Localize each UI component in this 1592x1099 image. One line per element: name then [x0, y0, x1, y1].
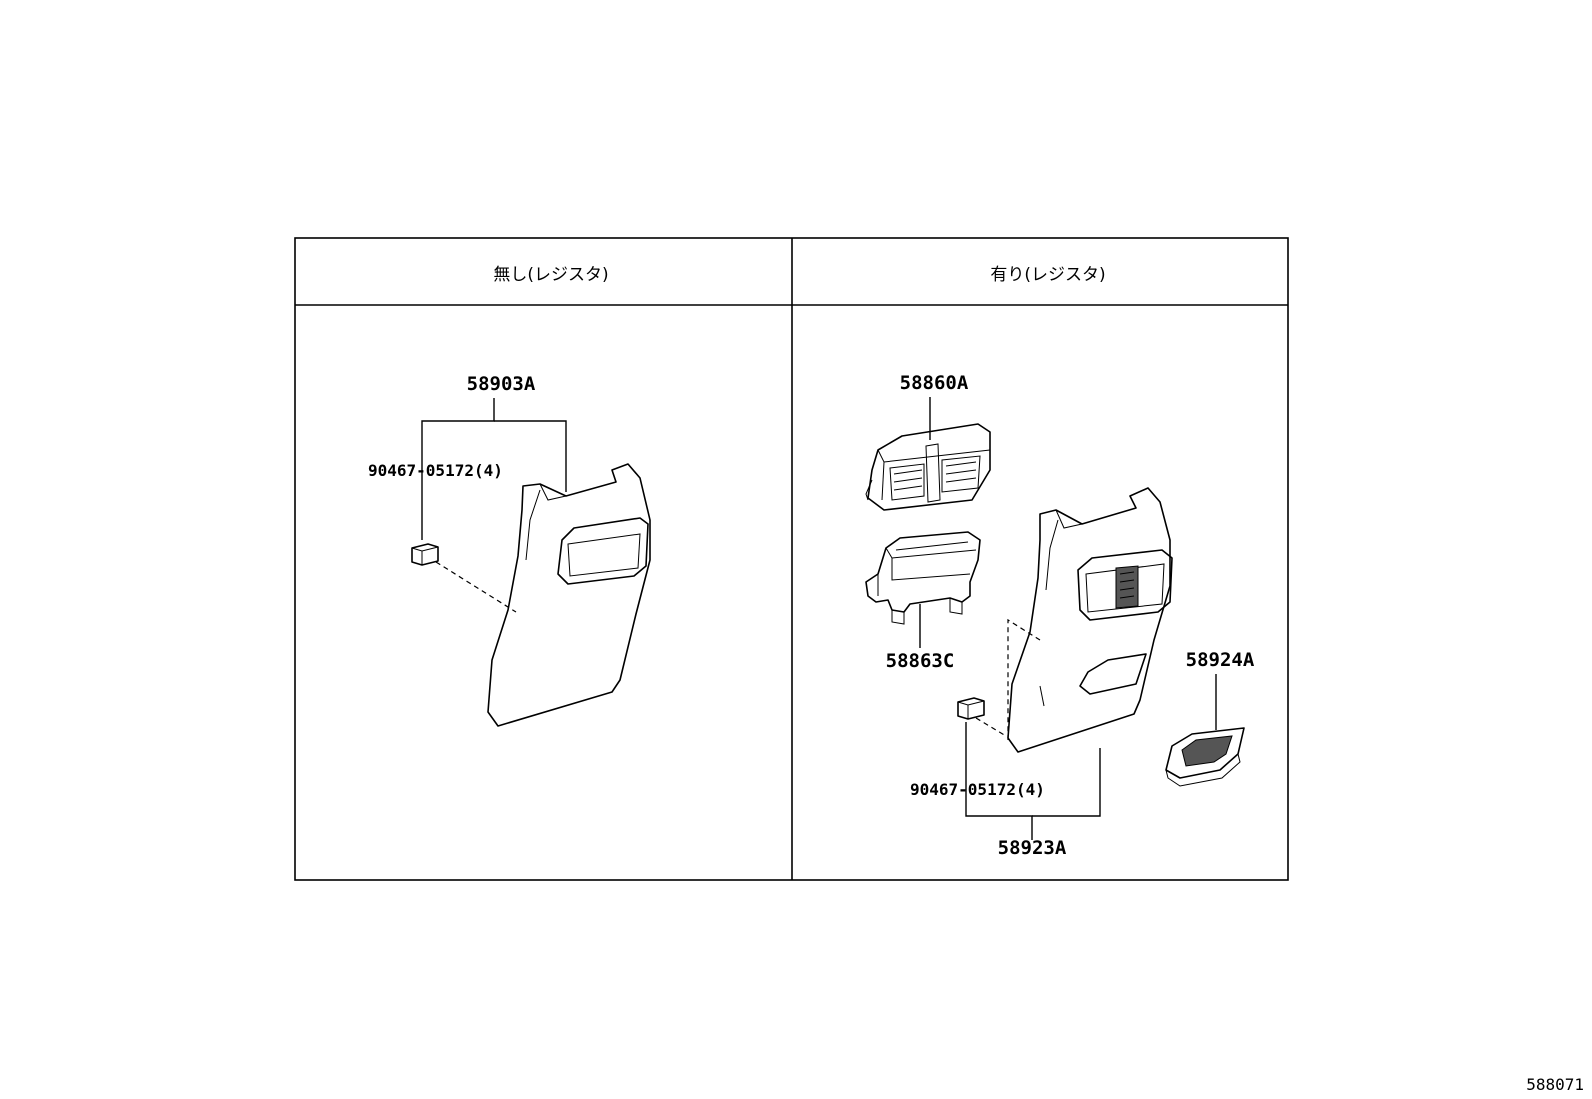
part-label-clip-left: 90467-05172(4): [368, 461, 503, 480]
mounting-line-right-lower: [975, 717, 1007, 737]
register-housing-58863C: [865, 531, 981, 625]
part-label-58903A: 58903A: [467, 373, 536, 395]
leader-58903A-clip: [421, 398, 495, 540]
left-panel: 58903A 90467-05172(4): [368, 373, 651, 727]
rear-register-58860A: [865, 423, 991, 511]
mounting-line-right-upper: [1007, 618, 1041, 740]
part-label-58863C: 58863C: [886, 650, 955, 672]
leader-58923A-panel: [1032, 748, 1101, 817]
leader-58903A-panel: [494, 420, 567, 492]
leader-58923A-clip: [965, 722, 1033, 840]
part-label-58924A: 58924A: [1186, 649, 1255, 671]
header-without-register: 無し(レジスタ): [493, 265, 608, 285]
diagram-frame: [294, 237, 1289, 881]
part-label-58860A: 58860A: [900, 372, 969, 394]
mounting-line-left: [435, 561, 517, 613]
figure-number: 588071: [1526, 1075, 1584, 1094]
header-with-register: 有り(レジスタ): [990, 265, 1105, 285]
console-panel-58903A: [487, 463, 651, 727]
clip-left: [411, 543, 439, 566]
outlet-bezel-58924A: [1165, 727, 1245, 787]
clip-right: [957, 697, 985, 720]
part-label-58923A: 58923A: [998, 837, 1067, 859]
part-label-clip-right: 90467-05172(4): [910, 780, 1045, 799]
right-panel: 58860A 58863C: [865, 372, 1255, 859]
console-panel-58923A: [1007, 487, 1173, 753]
